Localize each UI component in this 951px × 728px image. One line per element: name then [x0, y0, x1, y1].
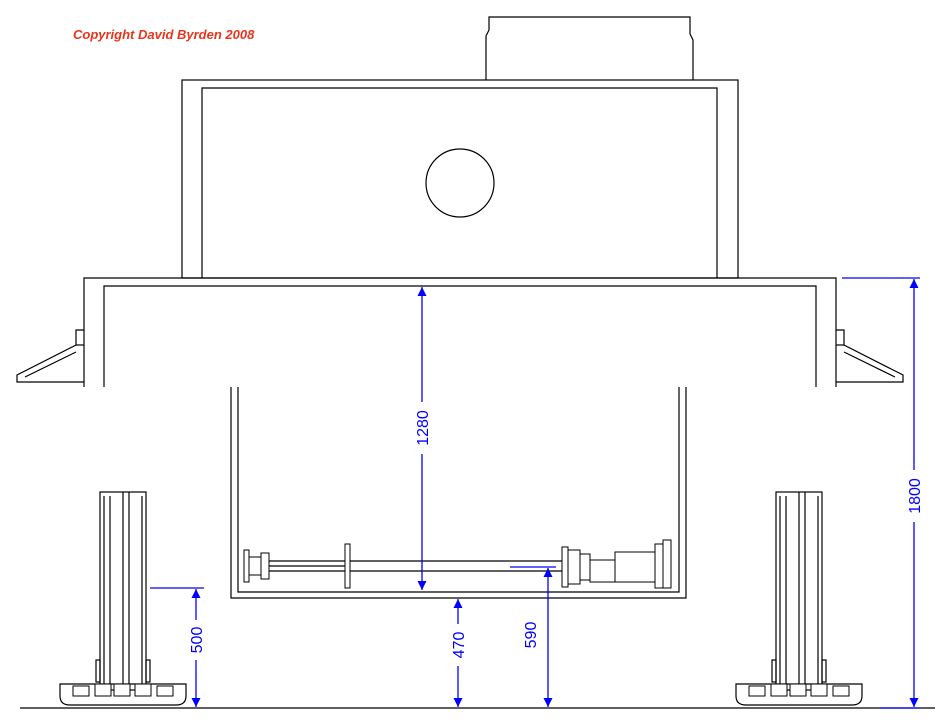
dimension-1280: 1280: [412, 287, 432, 590]
dimension-label-1280: 1280: [415, 410, 432, 446]
dimension-1800: 1800: [842, 277, 924, 709]
lower-hull: [230, 387, 687, 599]
dimension-label-500: 500: [189, 627, 206, 654]
upper-body: [181, 79, 739, 279]
dimension-500: 500: [150, 587, 206, 707]
top-box: [485, 16, 694, 80]
left-fin: [16, 329, 84, 383]
right-fin: [836, 329, 904, 383]
dimension-590: 590: [510, 566, 556, 707]
deck-slab: [83, 277, 837, 387]
left-support-stand: [59, 491, 187, 706]
copyright-notice: Copyright David Byrden 2008: [73, 27, 255, 42]
right-support-stand: [735, 491, 863, 706]
shaft-assembly: [243, 539, 672, 589]
dimension-label-470: 470: [451, 632, 468, 659]
dimension-470: 470: [448, 599, 468, 707]
dimension-label-590: 590: [523, 622, 540, 649]
dimension-label-1800: 1800: [907, 478, 924, 514]
porthole-circle: [425, 148, 495, 218]
